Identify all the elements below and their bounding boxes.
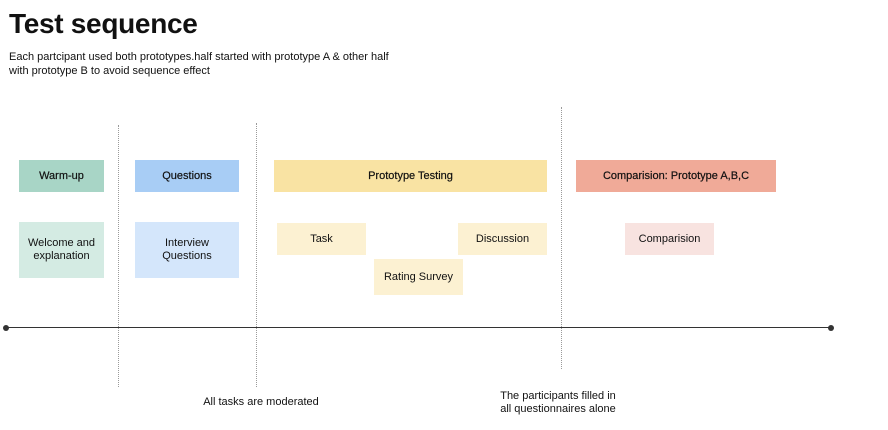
discussion-box: Discussion <box>458 223 547 255</box>
separator-warmup-questions <box>118 125 119 387</box>
moderated-note-text: All tasks are moderated <box>203 396 319 408</box>
warmup-detail-line-1: Welcome and <box>27 237 96 249</box>
questions-header: Questions <box>135 160 239 192</box>
warmup-detail: Welcome and explanation <box>19 222 104 278</box>
warmup-header: Warm-up <box>19 160 104 192</box>
questions-detail-line-1: Interview <box>164 237 210 249</box>
task-label: Task <box>310 232 333 245</box>
diagram-subtitle: Each partcipant used both prototypes.hal… <box>9 50 409 78</box>
rating-survey-label: Rating Survey <box>383 270 454 283</box>
moderated-note: All tasks are moderated <box>196 396 326 409</box>
questions-detail: Interview Questions <box>135 222 239 278</box>
alone-note: The participants filled in all questionn… <box>488 390 628 416</box>
separator-testing-comparison <box>561 107 562 369</box>
timeline-end-dot <box>828 325 834 331</box>
subtitle-line-1: Each partcipant used both prototypes.hal… <box>9 51 389 63</box>
subtitle-line-2: with prototype B to avoid sequence effec… <box>9 65 210 77</box>
rating-survey-box: Rating Survey <box>374 259 463 295</box>
prototype-testing-header-label: Prototype Testing <box>368 169 453 182</box>
timeline-axis <box>6 327 831 328</box>
questions-detail-line-2: Questions <box>162 250 212 262</box>
prototype-testing-header: Prototype Testing <box>274 160 547 192</box>
separator-questions-testing <box>256 123 257 387</box>
warmup-detail-line-2: explanation <box>33 250 90 262</box>
questions-header-label: Questions <box>162 169 212 182</box>
comparison-detail: Comparision <box>625 223 714 255</box>
warmup-header-label: Warm-up <box>39 169 84 182</box>
diagram-title: Test sequence <box>9 8 198 39</box>
timeline-start-dot <box>3 325 9 331</box>
alone-note-line-2: all questionnaires alone <box>500 403 616 415</box>
discussion-label: Discussion <box>475 232 530 245</box>
comparison-header: Comparision: Prototype A,B,C <box>576 160 776 192</box>
comparison-detail-label: Comparision <box>638 232 701 245</box>
alone-note-line-1: The participants filled in <box>500 390 616 402</box>
task-box: Task <box>277 223 366 255</box>
comparison-header-label: Comparision: Prototype A,B,C <box>602 169 750 182</box>
